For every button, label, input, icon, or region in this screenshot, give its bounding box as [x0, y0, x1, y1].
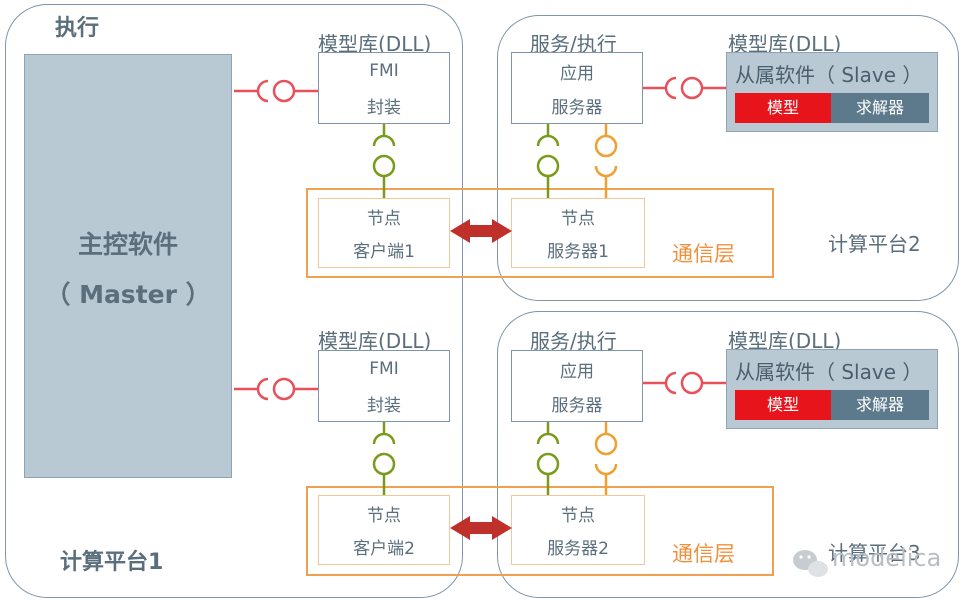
- client-2-line1: 节点: [367, 506, 401, 526]
- client-2-line2: 客户端2: [353, 539, 415, 559]
- slave-top-model: 模型: [735, 93, 831, 123]
- fmi-wrapper-top: FMI 封装: [318, 52, 450, 124]
- comm-arrow-bottom: [450, 516, 512, 540]
- fmi-bottom-lib-label: 模型库(DLL): [318, 329, 432, 353]
- interface-server-node-1-orange: [594, 124, 618, 198]
- comm-layer-bottom-label: 通信层: [672, 542, 735, 566]
- server-node-2-line1: 节点: [561, 506, 595, 526]
- app-server-bottom: 应用 服务器: [511, 350, 643, 422]
- watermark-text: modelica: [832, 544, 942, 572]
- comm-arrow-top: [450, 219, 512, 243]
- node-server-1: 节点 服务器1: [511, 198, 645, 268]
- platform-3-name: 计算平台3: [828, 541, 921, 565]
- server-node-1-line1: 节点: [561, 209, 595, 229]
- node-client-2: 节点 客户端2: [318, 495, 450, 565]
- client-1-line2: 客户端1: [353, 242, 415, 262]
- server-bottom-title: 服务/执行: [530, 329, 617, 353]
- master-subtitle: （ Master ）: [45, 280, 211, 309]
- slave-top-title: 从属软件（ Slave ）: [735, 63, 923, 87]
- server-node-2-line2: 服务器2: [547, 539, 609, 559]
- interface-server-node-2-orange: [594, 422, 618, 495]
- server-top-line2: 服务器: [551, 98, 603, 118]
- master-software-box: 主控软件 （ Master ）: [24, 54, 232, 478]
- slave-software-bottom: 从属软件（ Slave ） 模型 求解器: [726, 349, 938, 429]
- interface-server-node-1-green: [536, 124, 560, 198]
- server-bottom-line1: 应用: [560, 362, 594, 382]
- server-top-line1: 应用: [560, 64, 594, 84]
- server-node-1-line2: 服务器1: [547, 242, 609, 262]
- slave-bottom-solver: 求解器: [831, 390, 929, 420]
- node-client-1: 节点 客户端1: [318, 198, 450, 268]
- interface-fmi-client-2: [372, 422, 396, 495]
- platform-1-exec-label: 执行: [55, 16, 100, 41]
- platform-2-name: 计算平台2: [828, 232, 921, 256]
- platform-3: [497, 311, 959, 598]
- node-server-2: 节点 服务器2: [511, 495, 645, 565]
- comm-layer-top-label: 通信层: [672, 242, 735, 266]
- fmi-top-line1: FMI: [369, 61, 399, 81]
- fmi-wrapper-bottom: FMI 封装: [318, 350, 450, 422]
- app-server-top: 应用 服务器: [511, 52, 643, 124]
- interface-server-slave-top: [643, 76, 726, 100]
- comm-layer-bottom: [306, 486, 774, 576]
- fmi-bottom-line2: 封装: [367, 396, 401, 416]
- platform-2: [497, 15, 959, 301]
- fmi-top-line2: 封装: [367, 98, 401, 118]
- comm-layer-top: [306, 188, 774, 278]
- interface-server-slave-bottom: [643, 371, 726, 395]
- fmi-bottom-line1: FMI: [369, 359, 399, 379]
- wechat-icon: [793, 550, 828, 577]
- interface-server-node-2-green: [536, 422, 560, 495]
- platform-1: [5, 4, 463, 598]
- master-title: 主控软件: [77, 230, 178, 259]
- slave-bottom-title: 从属软件（ Slave ）: [735, 360, 923, 384]
- slave-bottom-model: 模型: [735, 390, 831, 420]
- interface-master-fmi-bottom: [234, 377, 318, 401]
- server-bottom-line2: 服务器: [551, 396, 603, 416]
- platform-1-name: 计算平台1: [60, 550, 164, 575]
- interface-master-fmi-top: [234, 79, 318, 103]
- slave-top-solver: 求解器: [831, 93, 929, 123]
- interface-fmi-client-1: [372, 124, 396, 198]
- slave-software-top: 从属软件（ Slave ） 模型 求解器: [726, 52, 938, 132]
- client-1-line1: 节点: [367, 209, 401, 229]
